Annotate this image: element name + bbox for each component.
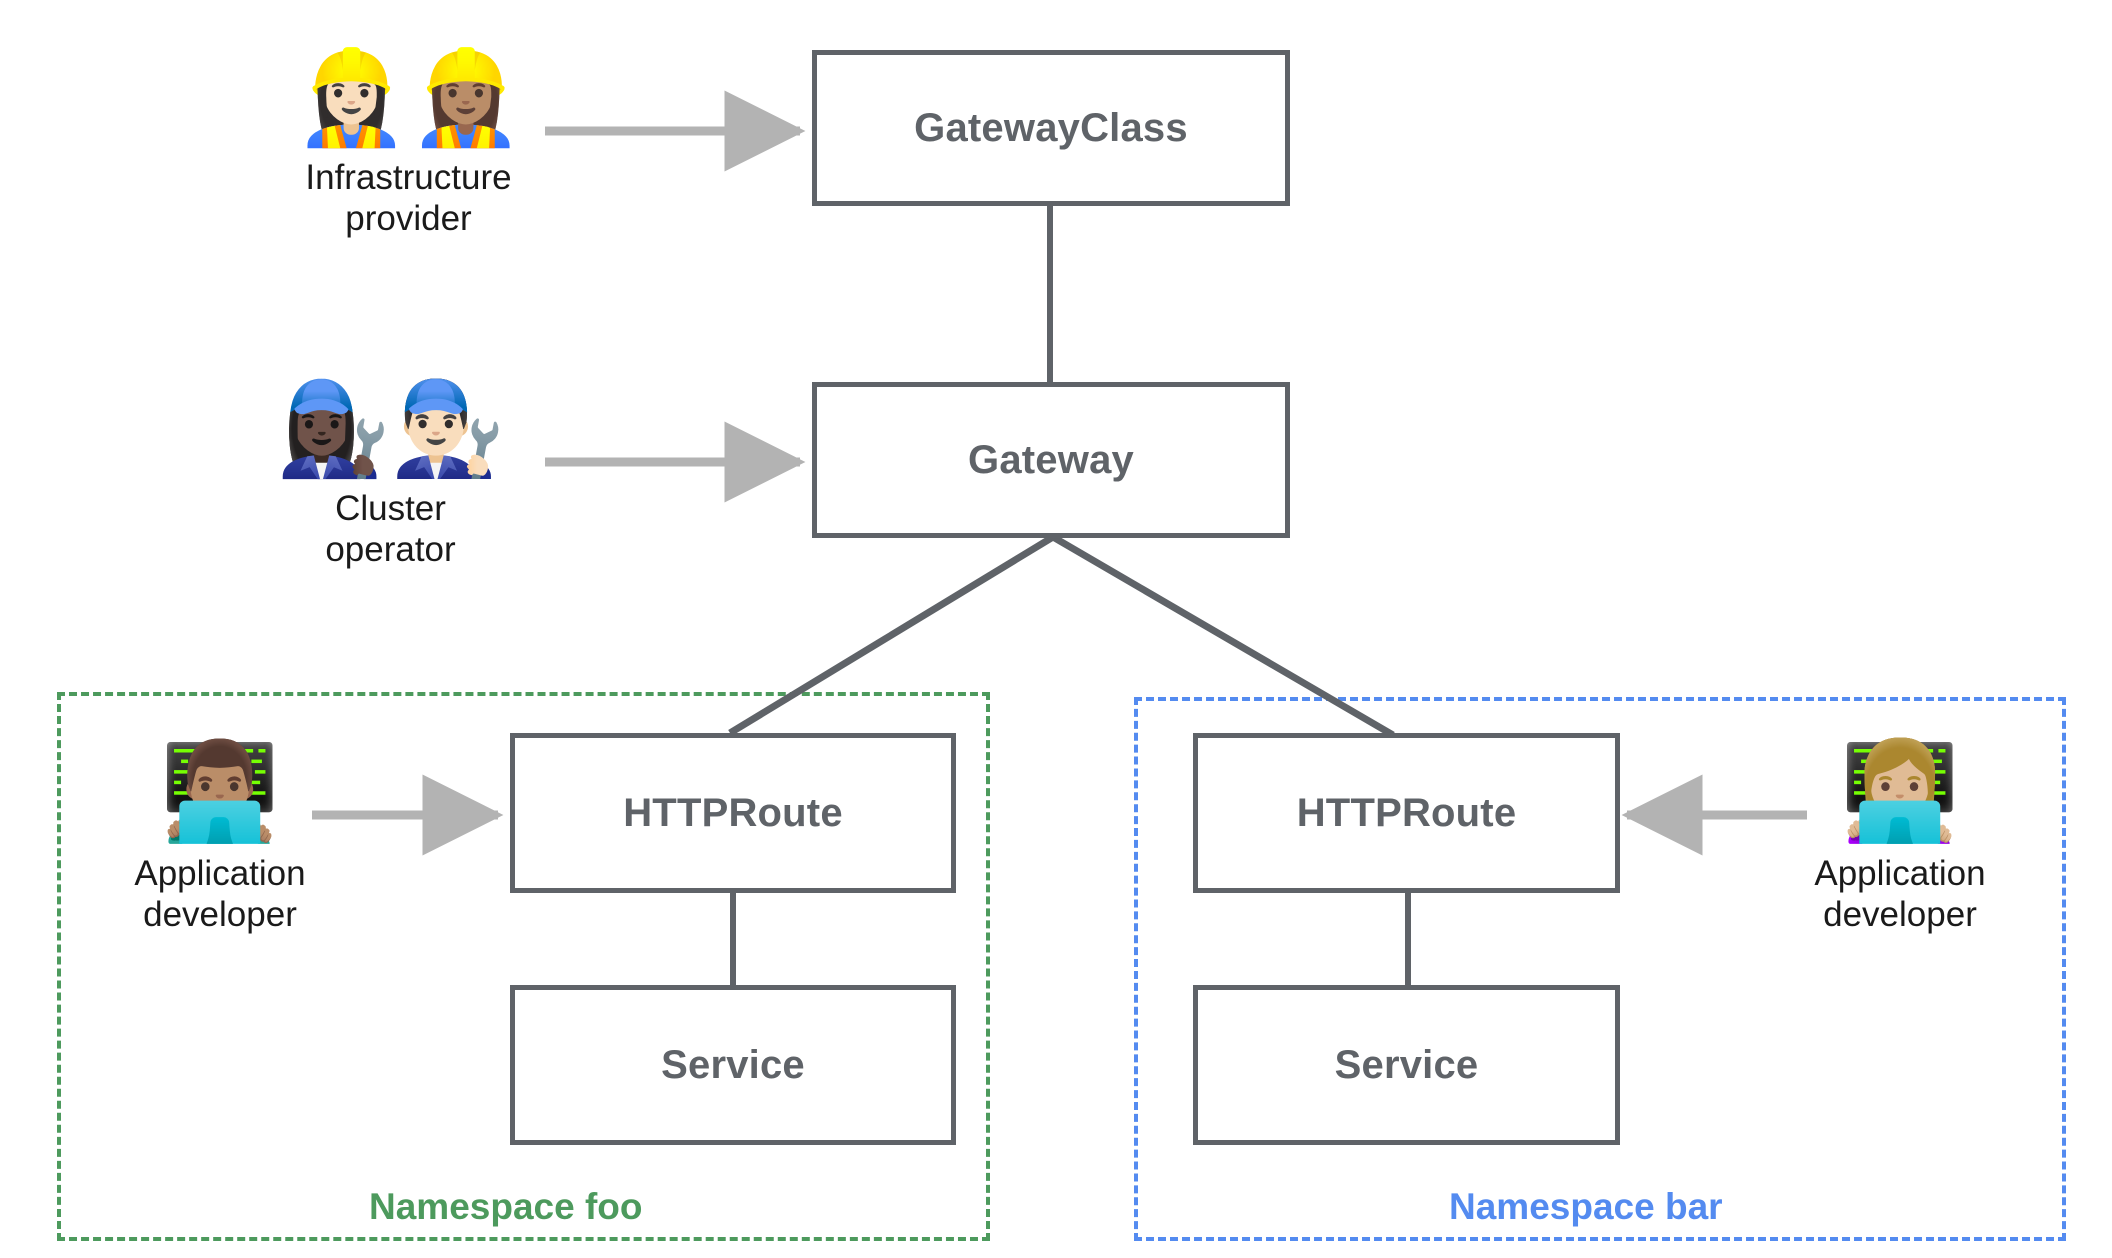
persona-infrastructure-provider: 👷🏻‍♀️ 👷🏽‍♀️ Infrastructure provider	[266, 50, 551, 239]
app-developer-bar-emoji-group: 👩🏼‍💻	[1840, 738, 1960, 845]
node-httproute-bar[interactable]: HTTPRoute	[1193, 733, 1620, 893]
namespace-bar-label: Namespace bar	[1449, 1186, 1723, 1227]
app-developer-foo-caption: Application developer	[134, 853, 306, 935]
man-technologist-medium-icon: 👨🏽‍💻	[160, 738, 280, 845]
cluster-operator-emoji-group: 👩🏿‍🔧 👨🏻‍🔧	[276, 381, 505, 478]
woman-mechanic-dark-icon: 👩🏿‍🔧	[275, 378, 391, 480]
node-gatewayclass[interactable]: GatewayClass	[812, 50, 1290, 206]
cluster-operator-caption: Cluster operator	[325, 488, 456, 569]
infrastructure-provider-emoji-group: 👷🏻‍♀️ 👷🏽‍♀️	[294, 50, 523, 147]
node-gatewayclass-label: GatewayClass	[914, 105, 1188, 150]
node-service-bar[interactable]: Service	[1193, 985, 1620, 1145]
node-service-foo-label: Service	[661, 1042, 805, 1087]
persona-application-developer-bar: 👩🏼‍💻 Application developer	[1780, 738, 2020, 935]
node-httproute-foo[interactable]: HTTPRoute	[510, 733, 956, 893]
persona-cluster-operator: 👩🏿‍🔧 👨🏻‍🔧 Cluster operator	[248, 381, 533, 570]
node-gateway[interactable]: Gateway	[812, 382, 1290, 538]
woman-construction-worker-medium-icon: 👷🏽‍♀️	[408, 47, 524, 149]
woman-technologist-blonde-icon: 👩🏼‍💻	[1840, 738, 1960, 845]
persona-application-developer-foo: 👨🏽‍💻 Application developer	[100, 738, 340, 935]
namespace-foo-label: Namespace foo	[369, 1186, 643, 1227]
namespace-foo-container	[57, 692, 990, 1241]
man-mechanic-light-icon: 👨🏻‍🔧	[390, 378, 506, 480]
node-service-foo[interactable]: Service	[510, 985, 956, 1145]
app-developer-foo-emoji-group: 👨🏽‍💻	[160, 738, 280, 845]
woman-construction-worker-light-icon: 👷🏻‍♀️	[293, 47, 409, 149]
node-service-bar-label: Service	[1334, 1042, 1479, 1087]
namespace-bar-container	[1134, 697, 2066, 1241]
node-gateway-label: Gateway	[968, 437, 1134, 482]
app-developer-bar-caption: Application developer	[1814, 853, 1986, 935]
infrastructure-provider-caption: Infrastructure provider	[305, 157, 512, 238]
node-httproute-bar-label: HTTPRoute	[1296, 790, 1517, 835]
node-httproute-foo-label: HTTPRoute	[623, 790, 843, 835]
